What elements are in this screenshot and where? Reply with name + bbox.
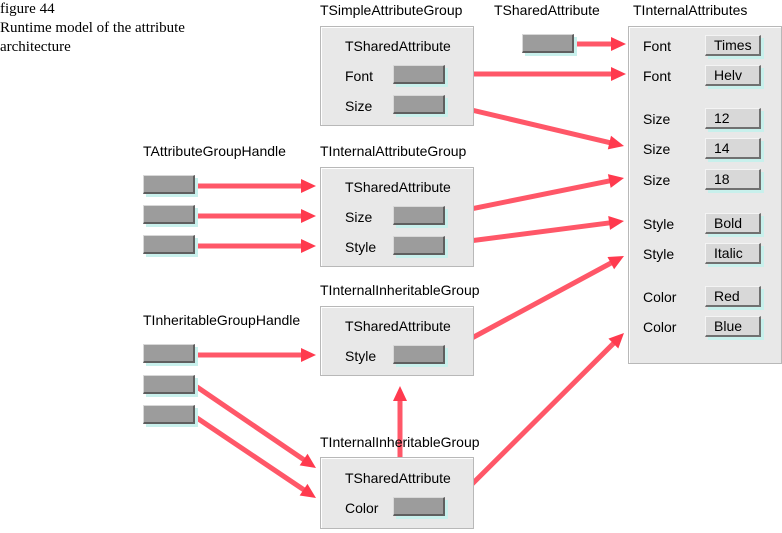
- simple-group-title: TSimpleAttributeGroup: [320, 2, 463, 18]
- attr-name: Font: [643, 38, 672, 54]
- inheritable-group-handle-3: [143, 405, 195, 424]
- caption-line-2: architecture: [0, 39, 71, 55]
- inheritable-group-1-style-slot: [393, 345, 445, 364]
- attr-name: Size: [643, 141, 671, 157]
- arrow-9: [194, 348, 316, 362]
- arrow-4: [194, 179, 316, 193]
- attr-value: Bold: [705, 213, 761, 234]
- attr-name: Style: [643, 246, 675, 262]
- internal-group-style-slot: [393, 236, 445, 255]
- simple-attribute-group-box: TSharedAttribute Font Size: [320, 26, 474, 126]
- attr-value: 12: [705, 108, 761, 129]
- internal-group-size-slot: [393, 206, 445, 225]
- internal-group-header: TSharedAttribute: [345, 179, 451, 195]
- internal-attributes-title: TInternalAttributes: [633, 2, 748, 18]
- attr-value: 14: [705, 138, 761, 159]
- internal-group-style-label: Style: [345, 239, 377, 255]
- attr-name: Color: [643, 289, 677, 305]
- figure-caption: figure 44 Runtime model of the attribute…: [0, 0, 185, 57]
- attr-value: 18: [705, 169, 761, 190]
- inheritable-group-1-style-label: Style: [345, 348, 377, 364]
- attr-name: Color: [643, 319, 677, 335]
- inheritable-group-2-header: TSharedAttribute: [345, 470, 451, 486]
- attribute-group-handle-3: [143, 235, 195, 254]
- inheritable-group-handle-2: [143, 375, 195, 394]
- caption-line-1: Runtime model of the attribute: [0, 20, 185, 36]
- arrow-12: [194, 415, 316, 498]
- arrow-11: [194, 384, 316, 468]
- attr-name: Font: [643, 68, 672, 84]
- shared-attribute-slot: [522, 34, 574, 53]
- inheritable-group-handle-1: [143, 344, 195, 363]
- attr-name: Size: [643, 111, 671, 127]
- attribute-group-handle-title: TAttributeGroupHandle: [143, 143, 286, 159]
- arrow-5: [194, 209, 316, 223]
- inheritable-group-2-color-label: Color: [345, 500, 379, 516]
- attr-value: Blue: [705, 316, 761, 337]
- internal-attribute-group-title: TInternalAttributeGroup: [320, 143, 467, 159]
- simple-group-size-label: Size: [345, 98, 373, 114]
- internal-inheritable-group-2-box: TSharedAttribute Color: [320, 457, 474, 529]
- inheritable-group-1-header: TSharedAttribute: [345, 318, 451, 334]
- attr-value: Times: [705, 35, 761, 56]
- internal-inheritable-group-2-title: TInternalInheritableGroup: [320, 434, 480, 450]
- internal-group-size-label: Size: [345, 209, 373, 225]
- inheritable-group-2-color-slot: [393, 497, 445, 516]
- internal-attribute-group-box: TSharedAttribute Size Style: [320, 167, 474, 267]
- figure-number: figure 44: [0, 1, 55, 17]
- arrow-13: [393, 386, 407, 460]
- simple-group-font-label: Font: [345, 68, 374, 84]
- attr-value: Red: [705, 286, 761, 307]
- simple-group-header: TSharedAttribute: [345, 38, 451, 54]
- attr-value: Helv: [705, 65, 761, 86]
- internal-inheritable-group-1-title: TInternalInheritableGroup: [320, 282, 480, 298]
- attr-value: Italic: [705, 243, 761, 264]
- attr-name: Size: [643, 172, 671, 188]
- inheritable-group-handle-title: TInheritableGroupHandle: [143, 312, 301, 328]
- internal-attributes-box: Font Times Font Helv Size 12 Size 14 Siz…: [628, 26, 782, 364]
- internal-inheritable-group-1-box: TSharedAttribute Style: [320, 306, 474, 376]
- arrow-6: [194, 239, 316, 253]
- attr-name: Style: [643, 216, 675, 232]
- shared-attribute-title: TSharedAttribute: [494, 2, 600, 18]
- simple-group-size-slot: [393, 95, 445, 114]
- attribute-group-handle-2: [143, 205, 195, 224]
- attribute-group-handle-1: [143, 175, 195, 194]
- simple-group-font-slot: [393, 65, 445, 84]
